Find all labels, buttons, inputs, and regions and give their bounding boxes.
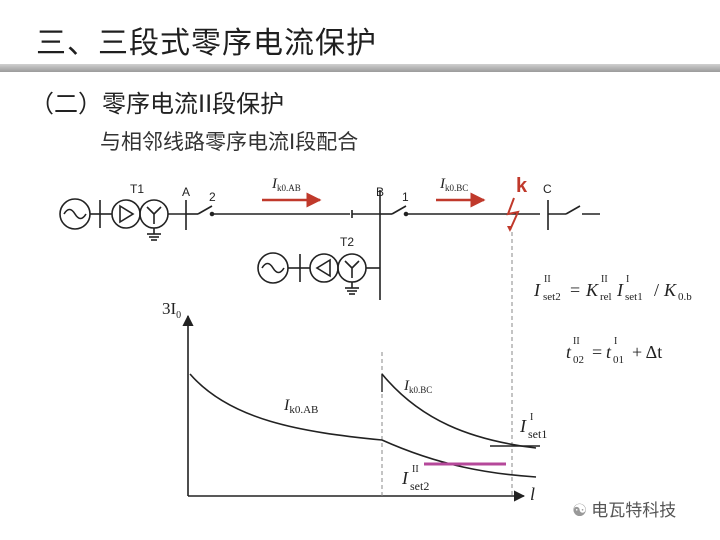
svg-text:II: II	[544, 274, 551, 285]
svg-text:II: II	[601, 274, 608, 285]
set2-label: I II set2	[401, 464, 429, 493]
t1-label: T1	[130, 182, 144, 196]
svg-text:t: t	[606, 342, 612, 362]
y-axis-label: 3I0	[162, 299, 181, 321]
svg-text:rel: rel	[600, 291, 612, 303]
bus-a-label: A	[182, 185, 190, 199]
bus-c-label: C	[543, 182, 552, 196]
svg-text:I: I	[626, 274, 629, 285]
svg-text:K: K	[585, 280, 599, 300]
curve-bc-label: Ik0.BC	[403, 378, 432, 395]
svg-text:set1: set1	[528, 427, 547, 441]
circuit-diagram	[59, 190, 600, 300]
svg-text:I: I	[533, 280, 541, 300]
svg-text:/: /	[654, 280, 659, 300]
curve-ik0-ab-extension	[381, 439, 537, 478]
page-title: 三、三段式零序电流保护	[36, 26, 377, 61]
svg-text:I: I	[616, 280, 624, 300]
svg-text:I: I	[614, 336, 617, 347]
svg-text:set2: set2	[543, 291, 561, 303]
breaker-1-icon	[391, 205, 407, 215]
svg-text:+ Δt: + Δt	[632, 342, 662, 362]
svg-text:I: I	[530, 412, 533, 423]
breaker-2-icon	[197, 205, 213, 215]
set1-label: I I set1	[519, 412, 547, 441]
breaker-2-label: 2	[209, 190, 216, 204]
time-formula: t II 02 = t I 01 + Δt	[566, 336, 662, 366]
svg-text:02: 02	[573, 354, 584, 366]
watermark-logo: ☯电瓦特科技	[572, 496, 676, 521]
transformer-t1-icon	[111, 199, 169, 241]
svg-text:II: II	[412, 464, 419, 475]
generator-2-icon	[257, 252, 289, 284]
svg-text:I: I	[401, 468, 409, 488]
svg-text:set1: set1	[625, 291, 643, 303]
svg-text:t: t	[566, 342, 572, 362]
curve-ik0-ab	[189, 373, 383, 441]
breaker-1-label: 1	[402, 190, 409, 204]
svg-text:=: =	[592, 342, 602, 362]
wechat-icon: ☯	[572, 501, 588, 521]
t2-label: T2	[340, 235, 354, 249]
curve-ab-label: Ik0.AB	[283, 397, 318, 416]
section-heading: （二）零序电流II段保护	[30, 90, 285, 118]
bus-b-label: B	[376, 185, 384, 199]
section-note: 与相邻线路零序电流I段配合	[100, 130, 359, 154]
svg-text:I: I	[519, 416, 527, 436]
curve-ik0-bc	[381, 373, 537, 449]
fault-label: k	[516, 175, 528, 197]
transformer-t2-icon	[309, 253, 367, 295]
svg-text:II: II	[573, 336, 580, 347]
svg-text:set2: set2	[410, 479, 429, 493]
generator-1-icon	[59, 198, 91, 230]
logo-text: 电瓦特科技	[591, 501, 677, 521]
current-bc-label: Ik0.BC	[439, 176, 468, 193]
svg-text:0.b: 0.b	[678, 291, 692, 303]
x-axis-label: l	[530, 484, 535, 504]
svg-text:=: =	[570, 280, 580, 300]
current-ab-label: Ik0.AB	[271, 176, 301, 193]
current-graph: 3I0 l Ik0.AB Ik0.BC I I set1 I II	[162, 299, 547, 504]
svg-text:K: K	[663, 280, 677, 300]
svg-text:01: 01	[613, 354, 624, 366]
title-divider	[0, 64, 720, 72]
setting-formula: I II set2 = K II rel I I set1 / K 0.b	[533, 274, 692, 303]
fault-icon	[506, 197, 520, 232]
